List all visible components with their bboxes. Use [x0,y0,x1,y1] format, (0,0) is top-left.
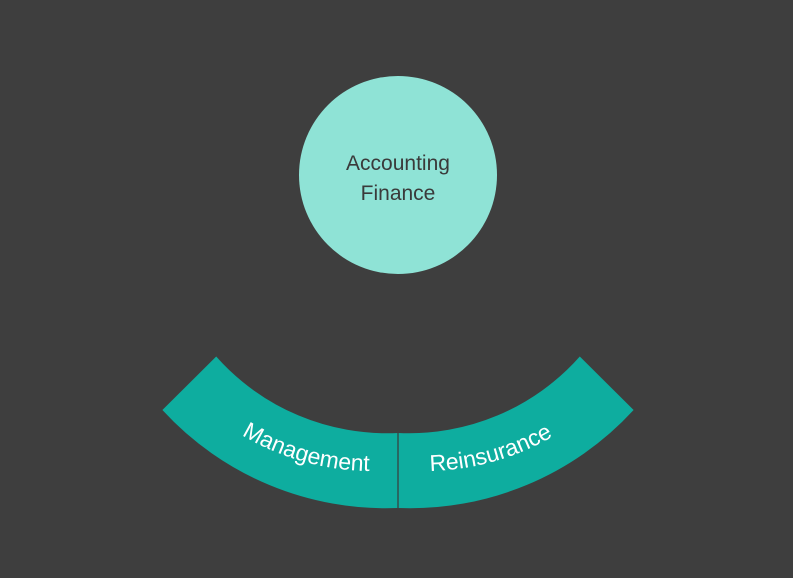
hub-circle [299,76,497,274]
segment-management [162,356,398,509]
hub-label-accounting: Accounting [346,152,450,175]
segment-reinsurance [398,356,634,509]
hub-label-finance: Finance [361,182,436,205]
